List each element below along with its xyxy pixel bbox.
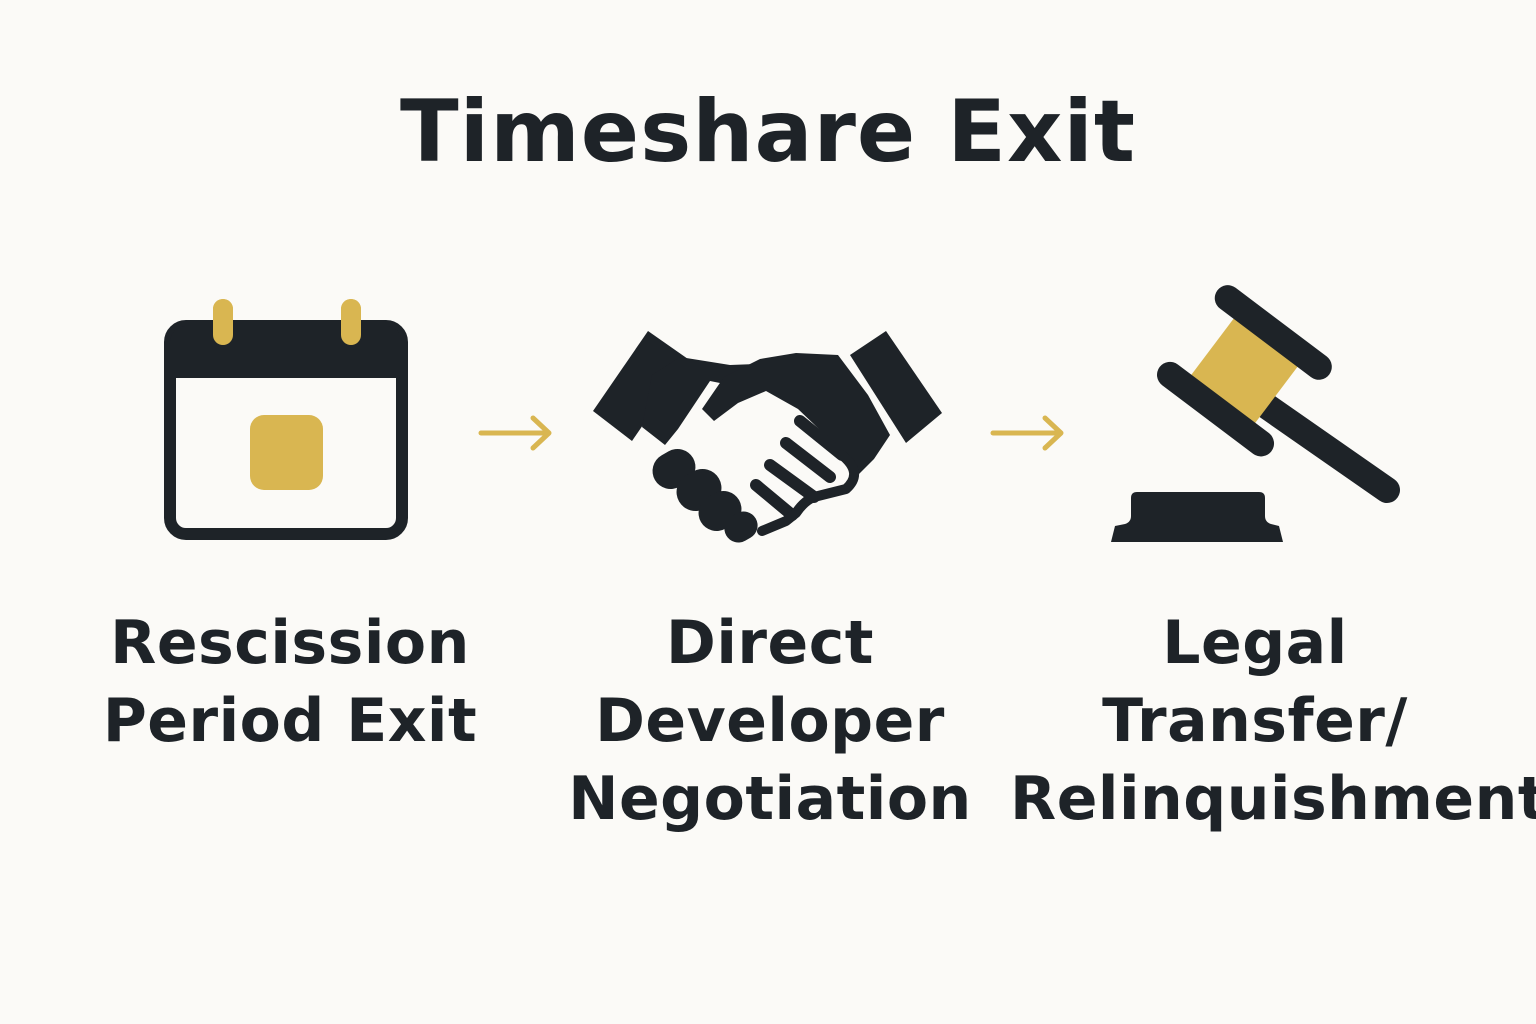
calendar-icon	[160, 295, 410, 545]
label-line: Developer	[595, 686, 945, 756]
label-line: Negotiation	[568, 764, 972, 834]
label-line: Period Exit	[102, 686, 478, 756]
label-line: Direct	[666, 608, 874, 678]
step-label-legal-transfer: Legal Transfer/ Relinquishment	[1010, 604, 1536, 838]
arrow-right-icon	[478, 412, 558, 452]
label-line: Legal	[1162, 608, 1348, 678]
gavel-icon	[1105, 280, 1405, 545]
step-label-rescission: Rescission Period Exit	[60, 604, 520, 760]
diagram-title: Timeshare Exit	[399, 82, 1136, 182]
label-line: Rescission	[110, 608, 470, 678]
handshake-icon	[590, 325, 945, 545]
label-line: Transfer/	[1102, 686, 1408, 756]
step-label-negotiation: Direct Developer Negotiation	[540, 604, 1000, 838]
label-line: Relinquishment	[1010, 764, 1536, 834]
arrow-right-icon	[990, 412, 1070, 452]
